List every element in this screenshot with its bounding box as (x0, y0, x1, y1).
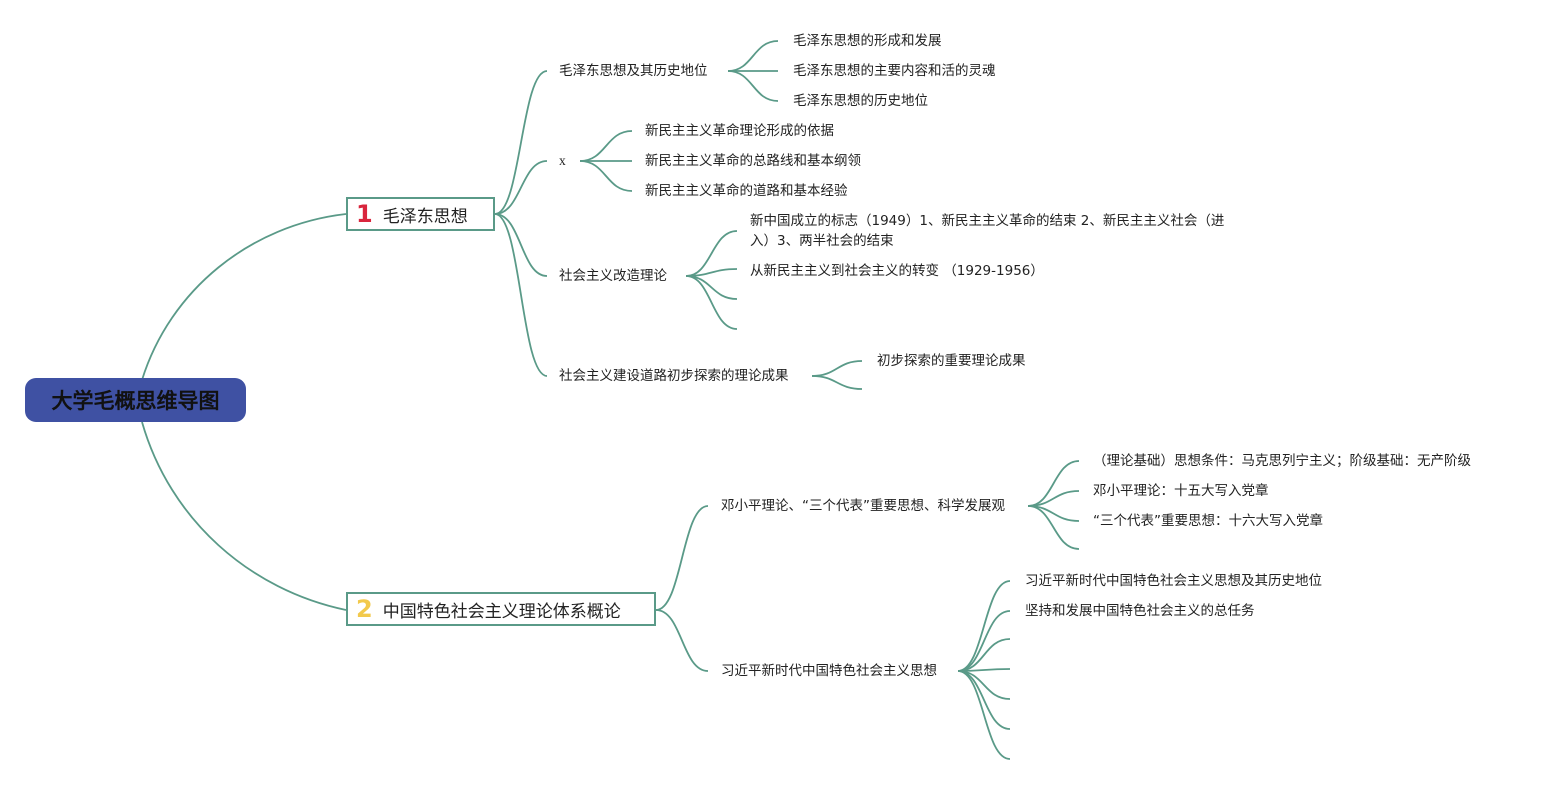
connector-topic2-branch-2 (655, 609, 709, 672)
branch-2-2[interactable]: 习近平新时代中国特色社会主义思想 (721, 663, 937, 679)
topic-label-1: 毛泽东思想 (382, 206, 468, 227)
leaf-1-1-3[interactable]: 毛泽东思想的历史地位 (793, 93, 928, 109)
connector-b22-leaf-1 (957, 580, 1011, 672)
leaf-1-2-2[interactable]: 新民主主义革命的总路线和基本纲领 (645, 153, 861, 169)
leaf-2-2-2[interactable]: 坚持和发展中国特色社会主义的总任务 (1025, 603, 1255, 619)
connector-root-topic-1 (141, 213, 347, 381)
topic-node-2[interactable]: 2 中国特色社会主义理论体系概论 (346, 592, 656, 626)
branch-1-4[interactable]: 社会主义建设道路初步探索的理论成果 (559, 368, 789, 384)
connector-b13-leaf-2 (685, 268, 738, 277)
leaf-2-1-1[interactable]: （理论基础）思想条件：马克思列宁主义；阶级基础：无产阶级 (1093, 453, 1471, 469)
connector-topic1-branch-4 (494, 213, 548, 377)
leaf-1-3-2[interactable]: 从新民主主义到社会主义的转变 （1929-1956） (750, 263, 1044, 279)
topic-number-1: 1 (356, 200, 373, 228)
topic-node-1[interactable]: 1 毛泽东思想 (346, 197, 495, 231)
connector-b12-leaf-3 (579, 160, 633, 192)
topic-number-2: 2 (356, 595, 373, 623)
leaf-2-2-1[interactable]: 习近平新时代中国特色社会主义思想及其历史地位 (1025, 573, 1322, 589)
connector-b12-leaf-1 (579, 130, 633, 162)
leaf-2-1-3[interactable]: “三个代表”重要思想：十六大写入党章 (1093, 513, 1323, 529)
topic-label-2: 中国特色社会主义理论体系概论 (382, 601, 621, 622)
connector-b21-leaf-4 (1027, 505, 1080, 550)
leaf-1-1-1[interactable]: 毛泽东思想的形成和发展 (793, 33, 942, 49)
root-label: 大学毛概思维导图 (51, 389, 220, 413)
leaf-1-2-1[interactable]: 新民主主义革命理论形成的依据 (645, 123, 834, 139)
connector-b11-leaf-1 (727, 40, 779, 72)
connector-b13-leaf-4 (685, 275, 738, 330)
connector-b13-leaf-1 (685, 230, 738, 277)
leaf-1-3-1[interactable]: 新中国成立的标志（1949）1、新民主主义革命的结束 2、新民主主义社会（进入）… (750, 213, 1225, 249)
connector-b14-leaf-1 (811, 360, 863, 377)
branch-2-1[interactable]: 邓小平理论、“三个代表”重要思想、科学发展观 (721, 498, 1005, 514)
leaf-1-2-3[interactable]: 新民主主义革命的道路和基本经验 (645, 183, 848, 199)
connector-b22-leaf-7 (957, 670, 1011, 760)
leaf-1-1-2[interactable]: 毛泽东思想的主要内容和活的灵魂 (793, 63, 996, 79)
connector-root-topic-2 (141, 421, 347, 611)
connector-topic1-branch-2 (494, 160, 548, 215)
connector-b14-leaf-2 (811, 375, 863, 390)
branch-1-2[interactable]: x (559, 153, 566, 168)
connector-b22-leaf-3 (957, 638, 1011, 672)
root-node[interactable]: 大学毛概思维导图 (25, 378, 246, 422)
connector-topic1-branch-1 (494, 70, 548, 215)
connector-b11-leaf-3 (727, 70, 779, 102)
connector-b22-leaf-2 (957, 610, 1011, 672)
leaf-2-1-2[interactable]: 邓小平理论：十五大写入党章 (1093, 483, 1269, 499)
leaf-1-4-1[interactable]: 初步探索的重要理论成果 (877, 353, 1026, 369)
branch-1-3[interactable]: 社会主义改造理论 (559, 268, 667, 284)
connector-b22-leaf-6 (957, 670, 1011, 730)
branch-1-1[interactable]: 毛泽东思想及其历史地位 (559, 63, 708, 79)
connector-topic1-branch-3 (494, 213, 548, 277)
connector-topic2-branch-1 (655, 505, 709, 611)
connector-b13-leaf-3 (685, 275, 738, 300)
